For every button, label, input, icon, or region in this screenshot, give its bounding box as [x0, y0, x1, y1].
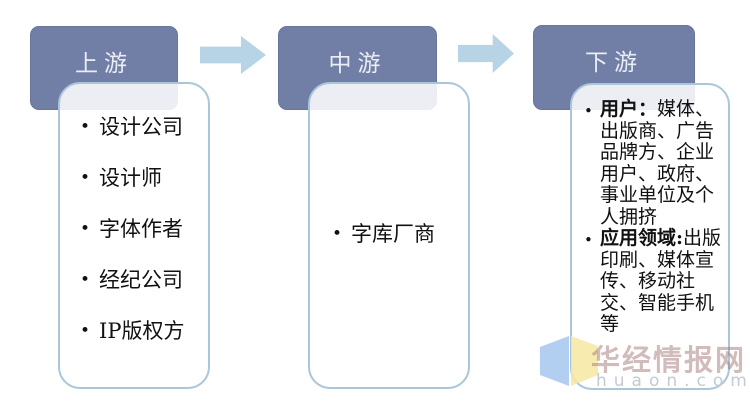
list-item-label: 应用领域:出版印刷、媒体宣传、移动社交、智能手机等	[600, 227, 723, 336]
bullet-icon: •	[584, 102, 593, 120]
downstream-list: • 用户：媒体、出版商、广告品牌方、企业用户、政府、事业单位及个人拥挤 • 应用…	[572, 85, 728, 336]
list-item: • 字库厂商	[332, 224, 462, 245]
list-item: • 经纪公司	[80, 270, 202, 291]
list-item-label: 设计公司	[99, 115, 184, 139]
upstream-content-box: • 设计公司 • 设计师 • 字体作者 • 经纪公司 • IP版权方	[58, 82, 210, 389]
midstream-header-label: 中游	[328, 51, 387, 77]
list-item-detail: 出版印刷、媒体宣传、移动社交、智能手机等	[600, 227, 722, 335]
list-item-term: 应用领域:	[600, 227, 684, 249]
list-item: • 应用领域:出版印刷、媒体宣传、移动社交、智能手机等	[582, 227, 723, 336]
list-item-label: 字体作者	[99, 217, 184, 241]
downstream-content-box: • 用户：媒体、出版商、广告品牌方、企业用户、政府、事业单位及个人拥挤 • 应用…	[570, 83, 730, 390]
upstream-list: • 设计公司 • 设计师 • 字体作者 • 经纪公司 • IP版权方	[60, 84, 208, 342]
bullet-icon: •	[80, 270, 91, 290]
list-item-label: 用户：媒体、出版商、广告品牌方、企业用户、政府、事业单位及个人拥挤	[600, 98, 723, 228]
bullet-icon: •	[80, 321, 91, 341]
list-item-label: 经纪公司	[99, 268, 184, 292]
list-item: • 用户：媒体、出版商、广告品牌方、企业用户、政府、事业单位及个人拥挤	[582, 98, 723, 228]
midstream-content-box: • 字库厂商	[308, 82, 470, 389]
upstream-header-label: 上游	[75, 51, 133, 77]
list-item: • 字体作者	[80, 219, 202, 240]
right-arrow-icon	[458, 34, 514, 73]
bullet-icon: •	[80, 168, 91, 188]
bullet-icon: •	[584, 231, 593, 249]
list-item: • 设计师	[80, 168, 202, 189]
watermark-domain: huaon.com	[596, 371, 750, 391]
downstream-header-label: 下游	[585, 50, 643, 76]
list-item-term: 用户：	[600, 98, 658, 120]
bullet-icon: •	[80, 219, 91, 239]
bullet-icon: •	[80, 117, 91, 137]
list-item: • IP版权方	[80, 321, 202, 342]
list-item-label: 设计师	[99, 166, 163, 190]
list-item-label: IP版权方	[99, 319, 185, 343]
watermark-logo-icon	[540, 336, 569, 386]
bullet-icon: •	[332, 224, 343, 244]
list-item: • 设计公司	[80, 117, 202, 138]
list-item-label: 字库厂商	[351, 222, 436, 246]
list-item-detail: 媒体、出版商、广告品牌方、企业用户、政府、事业单位及个人拥挤	[600, 98, 715, 228]
right-arrow-icon	[200, 36, 266, 74]
watermark-brand: 华经情报网	[591, 343, 747, 377]
midstream-list: • 字库厂商	[310, 84, 468, 245]
